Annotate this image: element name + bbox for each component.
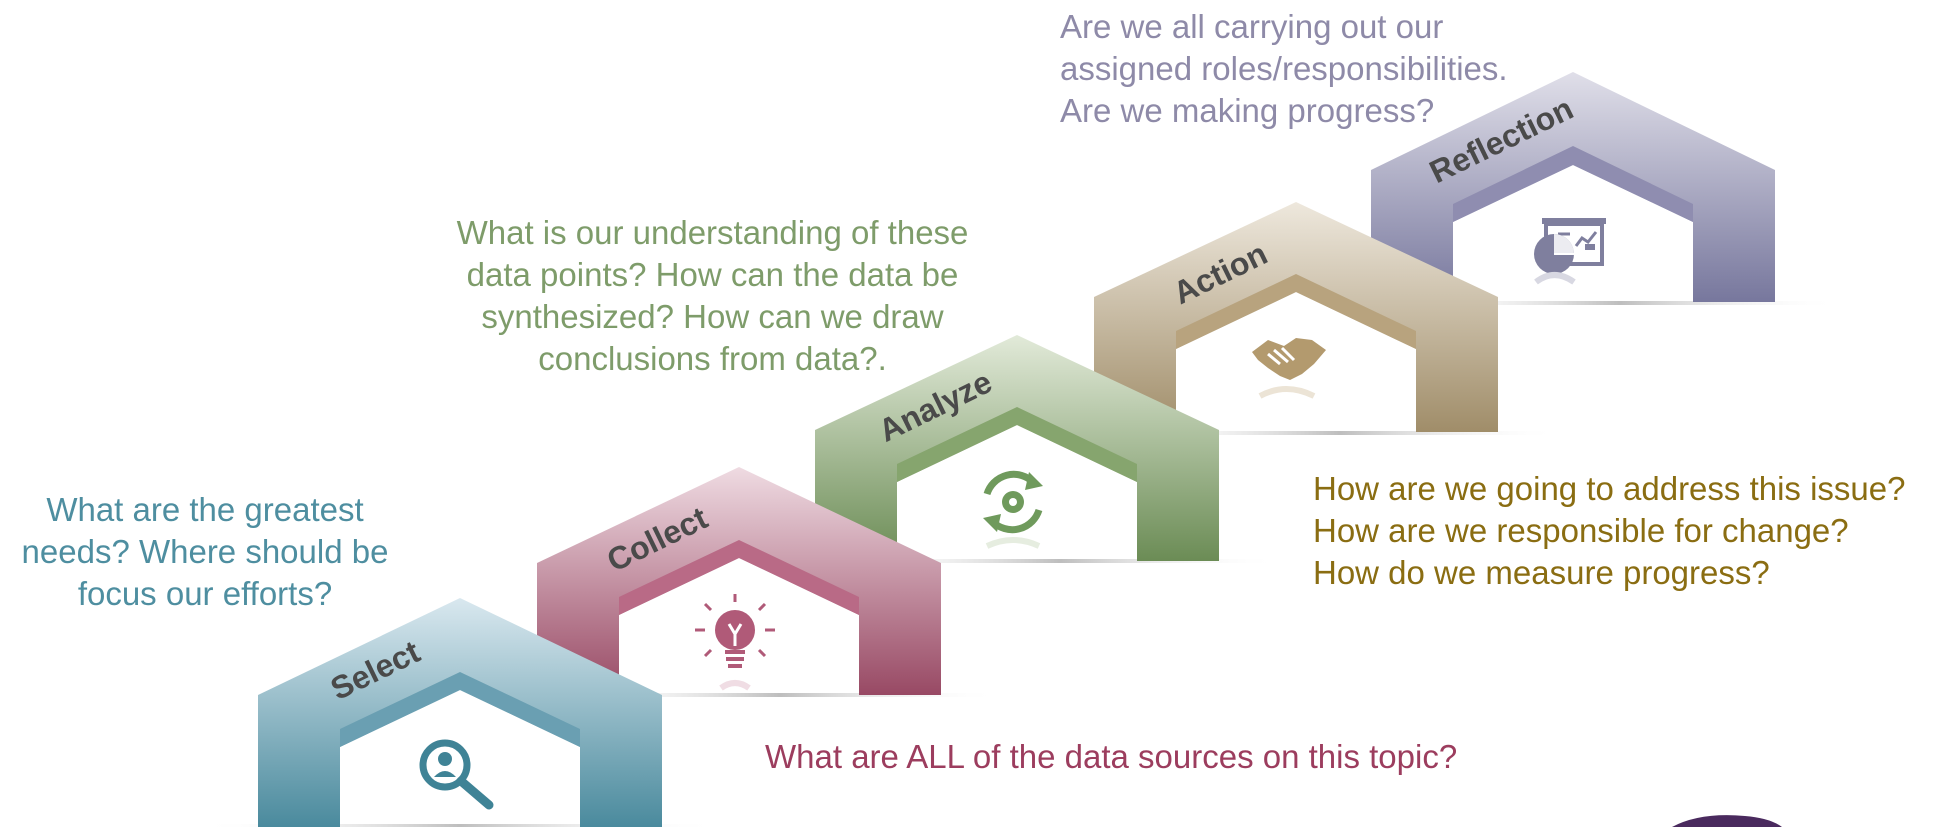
step-analyze: Analyze <box>815 335 1219 561</box>
question-line: conclusions from data?. <box>538 340 887 377</box>
shadow-collect <box>560 693 1000 697</box>
question-line: What are ALL of the data sources on this… <box>765 738 1458 775</box>
question-select: What are the greatest needs? Where should… <box>0 489 410 615</box>
question-line: What is our understanding of these <box>456 214 969 251</box>
step-action: Action <box>1094 202 1498 432</box>
question-reflect: Are we all carrying out our assigned role… <box>1060 6 1508 132</box>
handshake-icon <box>1252 338 1326 399</box>
presentation-board-icon <box>1534 218 1606 285</box>
question-action: How are we going to address this issue? H… <box>1313 468 1906 594</box>
shadow-analyze <box>840 559 1280 563</box>
question-line: How do we measure progress? <box>1313 554 1770 591</box>
magnifier-person-icon <box>419 739 494 810</box>
question-line: What are the greatest <box>46 491 364 528</box>
shadow-action <box>1120 431 1560 435</box>
question-line: synthesized? How can we draw <box>481 298 944 335</box>
question-analyze: What is our understanding of these data p… <box>425 212 1000 380</box>
question-line: How are we going to address this issue? <box>1313 470 1906 507</box>
question-line: needs? Where should be <box>21 533 389 570</box>
gear-cycle-icon <box>983 470 1043 549</box>
logo-fragment <box>1672 815 1782 827</box>
question-line: assigned roles/responsibilities. <box>1060 50 1508 87</box>
question-line: How are we responsible for change? <box>1313 512 1849 549</box>
question-line: Are we making progress? <box>1060 92 1435 129</box>
question-line: Are we all carrying out our <box>1060 8 1444 45</box>
question-line: data points? How can the data be <box>466 256 959 293</box>
lightbulb-icon <box>695 594 775 691</box>
shadow-select <box>200 824 720 827</box>
question-line: focus our efforts? <box>77 575 333 612</box>
shadow-reflect <box>1400 301 1840 305</box>
question-collect: What are ALL of the data sources on this… <box>765 736 1457 778</box>
